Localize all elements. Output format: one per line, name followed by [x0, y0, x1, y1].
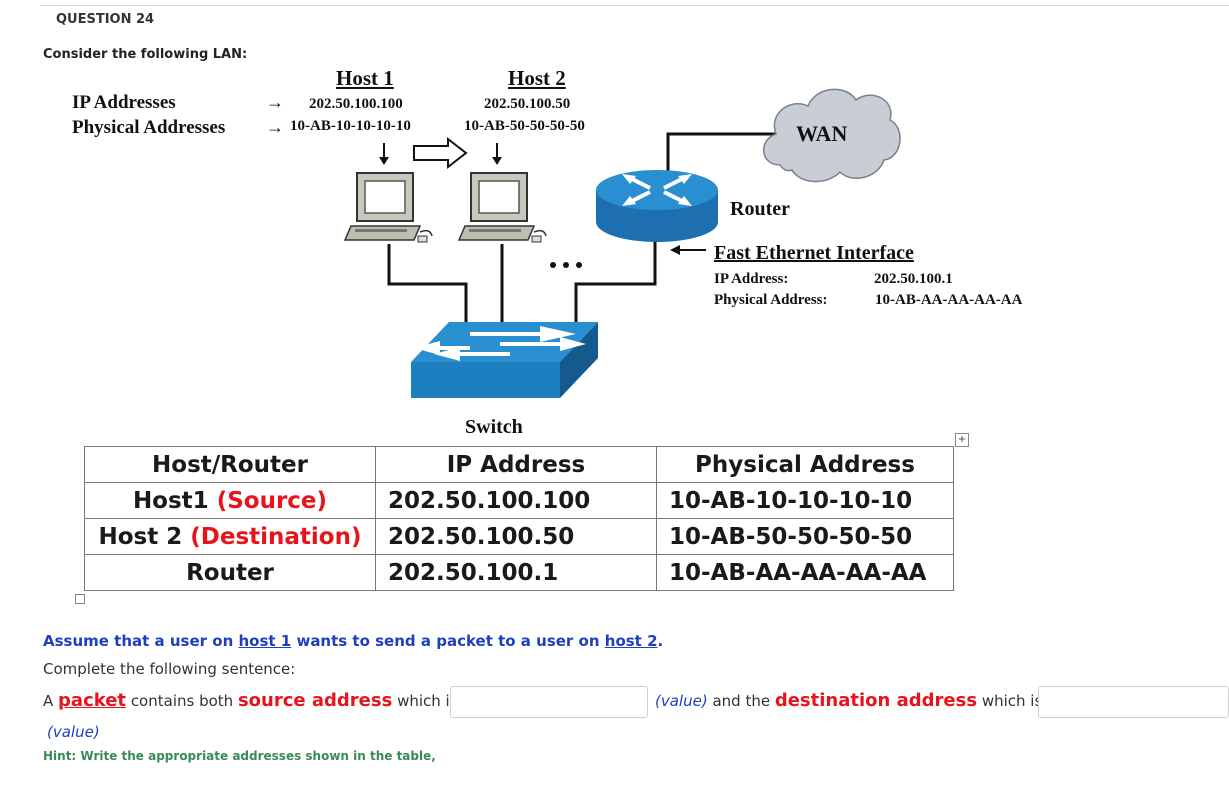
host2-label: Host 2	[508, 66, 566, 90]
interface-ip-label: IP Address:	[714, 271, 789, 287]
phys-arrow-icon: →	[266, 117, 284, 137]
sentence-a: A	[43, 692, 59, 710]
assume-text-3: .	[657, 632, 664, 650]
cell-host-name: Router	[84, 554, 376, 591]
col-header-host-router: Host/Router	[84, 446, 376, 483]
cell-mac: 10-AB-AA-AA-AA-AA	[656, 554, 954, 591]
sentence-line-2: (value)	[47, 722, 100, 741]
cell-ip: 202.50.100.100	[375, 482, 657, 519]
sentence-and: and the	[707, 692, 775, 710]
question-intro: Consider the following LAN:	[43, 47, 248, 62]
cell-host-name: Host1 (Source)	[84, 482, 376, 519]
col-header-physical-address: Physical Address	[656, 446, 954, 483]
ip-arrow-icon: →	[266, 92, 284, 112]
host1-down-arrow-icon	[379, 143, 389, 165]
source-address-word: source address	[237, 690, 393, 711]
transfer-arrow-icon	[413, 136, 468, 170]
assume-text-2: wants to send a packet to a user on	[291, 632, 605, 650]
assume-text-1: Assume that a user on	[43, 632, 239, 650]
table-resize-handle-icon[interactable]	[75, 594, 85, 604]
interface-ip-value: 202.50.100.1	[874, 271, 953, 287]
sentence-line-1b: (value) and the destination address whic…	[655, 690, 1042, 712]
top-divider	[40, 5, 1229, 6]
host2-ip: 202.50.100.50	[484, 96, 571, 112]
packet-word: packet	[58, 690, 127, 711]
host-name: Router	[186, 559, 274, 586]
interface-phys-value: 10-AB-AA-AA-AA-AA	[875, 292, 1023, 308]
interface-phys-label: Physical Address:	[714, 292, 828, 308]
cell-ip: 202.50.100.50	[375, 518, 657, 555]
router-icon	[596, 170, 718, 242]
table-move-handle-icon[interactable]: +	[955, 433, 969, 447]
destination-address-input[interactable]	[1038, 686, 1229, 718]
cell-ip: 202.50.100.1	[375, 554, 657, 591]
assume-statement: Assume that a user on host 1 wants to se…	[43, 632, 663, 650]
host1-link[interactable]: host 1	[238, 632, 292, 650]
router-label: Router	[730, 198, 790, 220]
table-row: Host 2 (Destination) 202.50.100.50 10-AB…	[84, 518, 954, 555]
host-name: Host 2	[98, 523, 183, 550]
interface-pointer-arrow-icon	[670, 245, 706, 255]
wan-cloud-icon	[762, 88, 901, 183]
host-name: Host1	[132, 487, 209, 514]
destination-address-word: destination address	[774, 690, 978, 711]
host1-label: Host 1	[336, 66, 394, 90]
host2-mac: 10-AB-50-50-50-50	[464, 118, 585, 134]
ip-addresses-label: IP Addresses	[72, 92, 176, 113]
col-header-ip-address: IP Address	[375, 446, 657, 483]
host1-mac: 10-AB-10-10-10-10	[290, 118, 411, 134]
wan-label: WAN	[796, 121, 848, 146]
host-role: (Source)	[216, 487, 328, 514]
cell-mac: 10-AB-50-50-50-50	[656, 518, 954, 555]
address-table: Host/Router IP Address Physical Address …	[84, 446, 954, 591]
host2-down-arrow-icon	[492, 143, 502, 165]
question-title: QUESTION 24	[56, 12, 155, 27]
switch-icon	[411, 322, 598, 398]
sentence-which-1: which is	[392, 692, 458, 710]
interface-title: Fast Ethernet Interface	[714, 242, 914, 264]
value-hint-2: (value)	[47, 723, 100, 741]
lan-diagram	[343, 88, 901, 398]
host2-link[interactable]: host 2	[604, 632, 658, 650]
cell-mac: 10-AB-10-10-10-10	[656, 482, 954, 519]
sentence-which-2: which is	[977, 692, 1043, 710]
host2-computer-icon	[457, 172, 547, 243]
hint-text: Hint: Write the appropriate addresses sh…	[43, 749, 436, 763]
source-address-input[interactable]	[450, 686, 648, 718]
physical-addresses-label: Physical Addresses	[72, 117, 226, 138]
sentence-line-1: A packet contains both source address wh…	[43, 690, 458, 712]
table-row: Router 202.50.100.1 10-AB-AA-AA-AA-AA	[84, 554, 954, 591]
host-role: (Destination)	[190, 523, 362, 550]
host1-computer-icon	[343, 172, 433, 243]
sentence-contains: contains both	[126, 692, 238, 710]
switch-label: Switch	[465, 416, 523, 438]
cell-host-name: Host 2 (Destination)	[84, 518, 376, 555]
table-header-row: Host/Router IP Address Physical Address	[84, 446, 954, 483]
complete-instruction: Complete the following sentence:	[43, 660, 296, 678]
host1-ip: 202.50.100.100	[309, 96, 403, 112]
table-row: Host1 (Source) 202.50.100.100 10-AB-10-1…	[84, 482, 954, 519]
more-hosts-dots-icon	[550, 262, 582, 268]
value-hint-1: (value)	[655, 692, 708, 710]
